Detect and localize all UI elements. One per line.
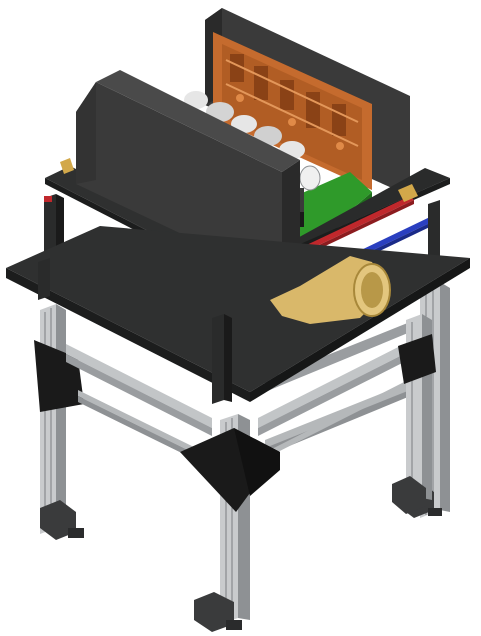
leveling-foot-front-right bbox=[392, 476, 426, 514]
corner-gusset-right bbox=[398, 334, 436, 384]
copper-mold-assembly bbox=[213, 32, 372, 190]
left-enclosure-box bbox=[76, 70, 300, 272]
right-enclosure-box bbox=[205, 8, 410, 190]
table-posts bbox=[38, 258, 232, 404]
corner-gusset-center bbox=[180, 428, 280, 512]
leveling-foot-front-left bbox=[40, 500, 84, 540]
right-cross-braces bbox=[258, 340, 412, 458]
brass-fittings bbox=[60, 158, 418, 202]
left-cross-braces bbox=[66, 344, 212, 462]
leveling-foot-front-center bbox=[194, 592, 242, 632]
front-leg-left bbox=[40, 304, 66, 534]
tan-duct bbox=[270, 256, 391, 324]
